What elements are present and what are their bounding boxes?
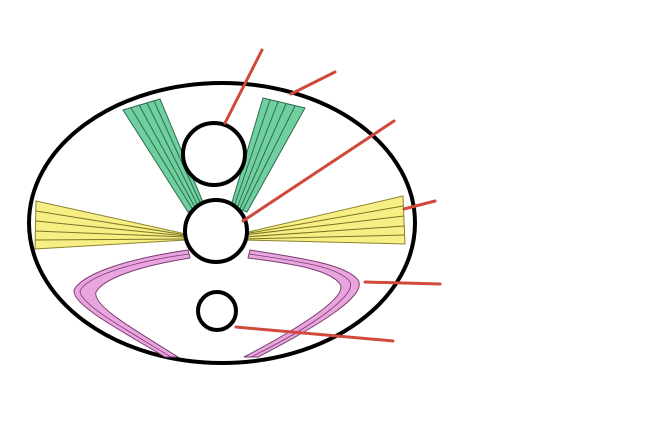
- pink-band-left: [73, 249, 191, 358]
- upper-opening: [181, 121, 247, 187]
- leader-line-2: [289, 70, 337, 96]
- yellow-band-group: [34, 195, 406, 250]
- leader-line-3: [241, 119, 396, 223]
- green-fibers: [130, 99, 296, 211]
- leader-lines: [223, 48, 442, 343]
- pink-fibers: [79, 253, 351, 358]
- pink-band-group: [73, 249, 360, 358]
- middle-opening: [183, 198, 249, 264]
- leader-line-6: [234, 325, 395, 343]
- yellow-fibers: [34, 205, 406, 241]
- leader-line-5: [363, 280, 442, 286]
- lower-opening: [196, 290, 238, 332]
- leader-line-1: [223, 48, 264, 125]
- green-band-group: [122, 97, 306, 213]
- leader-line-4: [402, 199, 437, 211]
